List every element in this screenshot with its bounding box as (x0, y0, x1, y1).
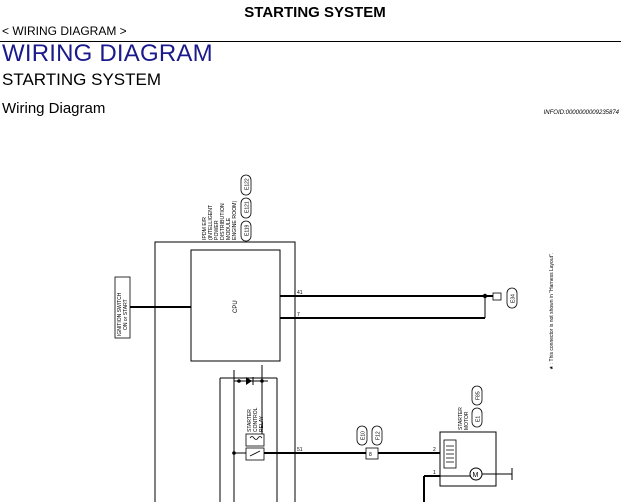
svg-text:IPDM E/R: IPDM E/R (202, 217, 208, 240)
starter-motor-label: STARTER MOTOR (458, 407, 470, 430)
svg-text:E34: E34 (511, 294, 517, 303)
svg-text:MODULE: MODULE (226, 217, 232, 240)
info-id: INFOID:0000000009235874 (543, 110, 619, 116)
pin-41-label: 41 (297, 290, 303, 296)
svg-text:ON or START: ON or START (123, 299, 129, 330)
svg-text:E122: E122 (245, 178, 251, 190)
connector-e34: E34 (506, 287, 518, 309)
svg-text:RELAY: RELAY (259, 415, 265, 432)
cpu-label: CPU (233, 300, 239, 313)
relay-switch-icon (245, 447, 265, 461)
pin-7-label: 7 (297, 312, 300, 318)
svg-text:ENGINE ROOM): ENGINE ROOM) (232, 201, 238, 240)
svg-text:(INTELLIGENT: (INTELLIGENT (208, 204, 214, 240)
page-header-title: STARTING SYSTEM (244, 4, 386, 21)
inline-connector-body (365, 447, 379, 460)
svg-text:MOTOR: MOTOR (464, 411, 470, 430)
svg-text:F12: F12 (376, 431, 382, 440)
starter-pin-2-label: 2 (433, 447, 436, 453)
svg-text:E1: E1 (476, 416, 482, 422)
ignition-switch-label: IGNITION SWITCH ON or START (114, 276, 131, 339)
starter-motor-box (439, 431, 497, 487)
breadcrumb[interactable]: < WIRING DIAGRAM > (2, 24, 127, 38)
e34-terminal (492, 292, 502, 301)
page-subtitle: STARTING SYSTEM (2, 70, 162, 89)
svg-text:E10: E10 (361, 431, 367, 440)
ipdm-connector-e122: E122 (240, 174, 252, 196)
connector-e10: E10 (356, 425, 368, 446)
diode-icon (246, 377, 252, 385)
ipdm-connector-e119: E119 (240, 220, 252, 242)
svg-text:E121: E121 (245, 201, 251, 213)
connector-f85: F85 (471, 385, 483, 406)
starter-control-relay (219, 365, 278, 502)
svg-text:IGNITION SWITCH: IGNITION SWITCH (117, 292, 123, 336)
relay-label: STARTER CONTROL RELAY (247, 407, 265, 432)
relay-coil-icon (245, 433, 265, 447)
svg-text:STARTER: STARTER (247, 409, 253, 432)
svg-text:F85: F85 (476, 391, 482, 400)
svg-text:M: M (473, 472, 479, 479)
ipdm-er-label: IPDM E/R (INTELLIGENT POWER DISTRIBUTION… (202, 201, 238, 240)
page-title: WIRING DIAGRAM (2, 40, 213, 67)
inline-connector-pin: 8 (369, 452, 372, 458)
svg-text:DISTRIBUTION: DISTRIBUTION (220, 203, 226, 240)
connector-f12: F12 (371, 425, 383, 446)
solenoid-icon (443, 439, 457, 469)
pin-51-label: 51 (297, 447, 303, 453)
ipdm-connector-e121: E121 (240, 197, 252, 219)
svg-text:CONTROL: CONTROL (253, 407, 259, 432)
connector-e1: E1 (471, 407, 483, 428)
svg-text:POWER: POWER (214, 220, 220, 240)
motor-icon: M (469, 467, 483, 481)
header-rule (0, 41, 621, 42)
svg-text:E119: E119 (245, 224, 251, 236)
cpu-box (190, 249, 281, 362)
harness-layout-note: ★ : This connector is not shown in "Harn… (549, 253, 555, 370)
svg-text:STARTER: STARTER (458, 407, 464, 430)
ipdm-er-box (154, 241, 296, 502)
section-title: Wiring Diagram (2, 100, 106, 117)
starter-pin-1-label: 1 (433, 470, 436, 476)
